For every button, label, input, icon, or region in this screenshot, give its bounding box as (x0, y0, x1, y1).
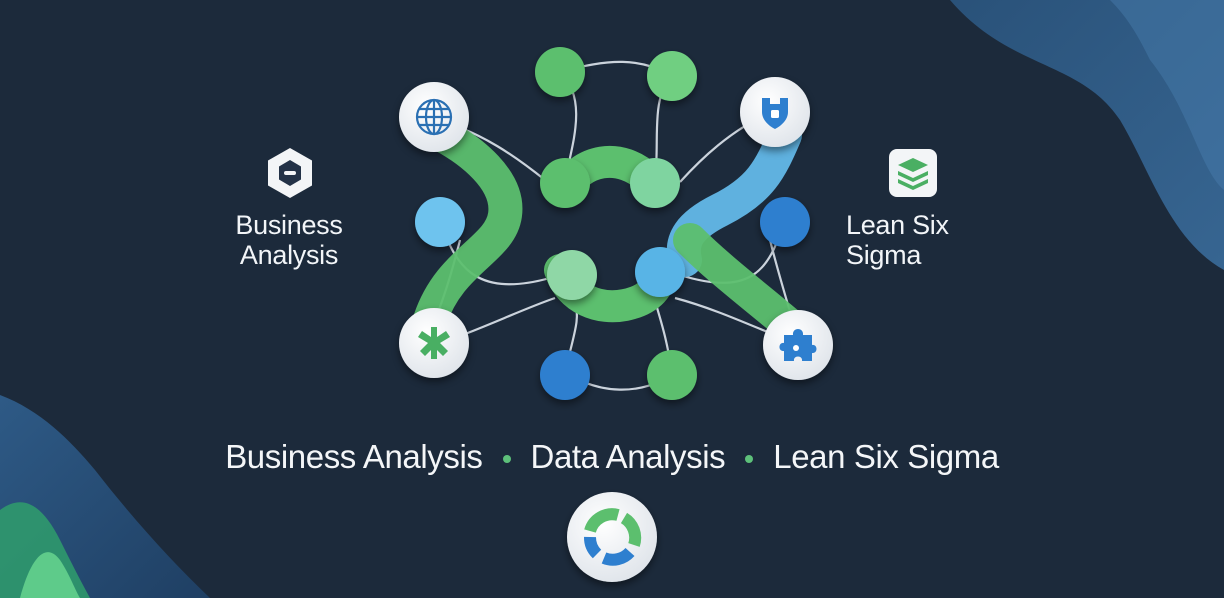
cycle-ring-icon (584, 508, 642, 566)
node-mint-lower-center (547, 250, 597, 300)
icon-nodes (399, 77, 833, 380)
stack-icon (898, 158, 928, 190)
label-right-line-2: Sigma (846, 240, 922, 271)
node-puzzle (763, 310, 833, 380)
node-green-upper-center (540, 158, 590, 208)
node-green-top-left (535, 47, 585, 97)
node-lightblue-left (415, 197, 465, 247)
label-left-line-1: Business (235, 210, 343, 240)
node-globe (399, 82, 469, 152)
node-shield (740, 77, 810, 147)
bottom-center-node (567, 492, 657, 582)
wave-top-right (950, 0, 1224, 270)
colored-nodes (415, 47, 810, 400)
separator-dot (745, 455, 754, 463)
wave-top-right-inner (1110, 0, 1224, 190)
bottom-caption-row: Business Analysis Data Analysis Lean Six… (0, 438, 1224, 476)
caption-business-analysis: Business Analysis (225, 438, 483, 475)
separator-dot (502, 455, 511, 463)
globe-icon (415, 98, 453, 136)
node-tree (399, 308, 469, 378)
caption-data-analysis: Data Analysis (530, 438, 726, 475)
node-blue-bottom-left (540, 350, 590, 400)
node-mint-upper-right (630, 158, 680, 208)
node-blue-right (760, 197, 810, 247)
label-right-line-1: Lean Six (846, 210, 949, 240)
caption-lean-six-sigma: Lean Six Sigma (773, 438, 999, 475)
node-green-top-right (647, 51, 697, 101)
label-business-analysis: Business Analysis (214, 210, 364, 270)
flow-bands (413, 118, 812, 347)
puzzle-icon (779, 329, 817, 361)
tree-icon (418, 327, 450, 359)
label-left-line-2: Analysis (239, 240, 339, 271)
label-lean-six-sigma: Lean Six Sigma (846, 210, 996, 270)
left-badge (268, 148, 312, 198)
node-lightblue-lower-right (635, 247, 685, 297)
node-green-bottom-right (647, 350, 697, 400)
right-badge (889, 149, 937, 197)
shield-icon (762, 98, 788, 129)
wave-bottom-left-hill-2 (20, 552, 80, 598)
